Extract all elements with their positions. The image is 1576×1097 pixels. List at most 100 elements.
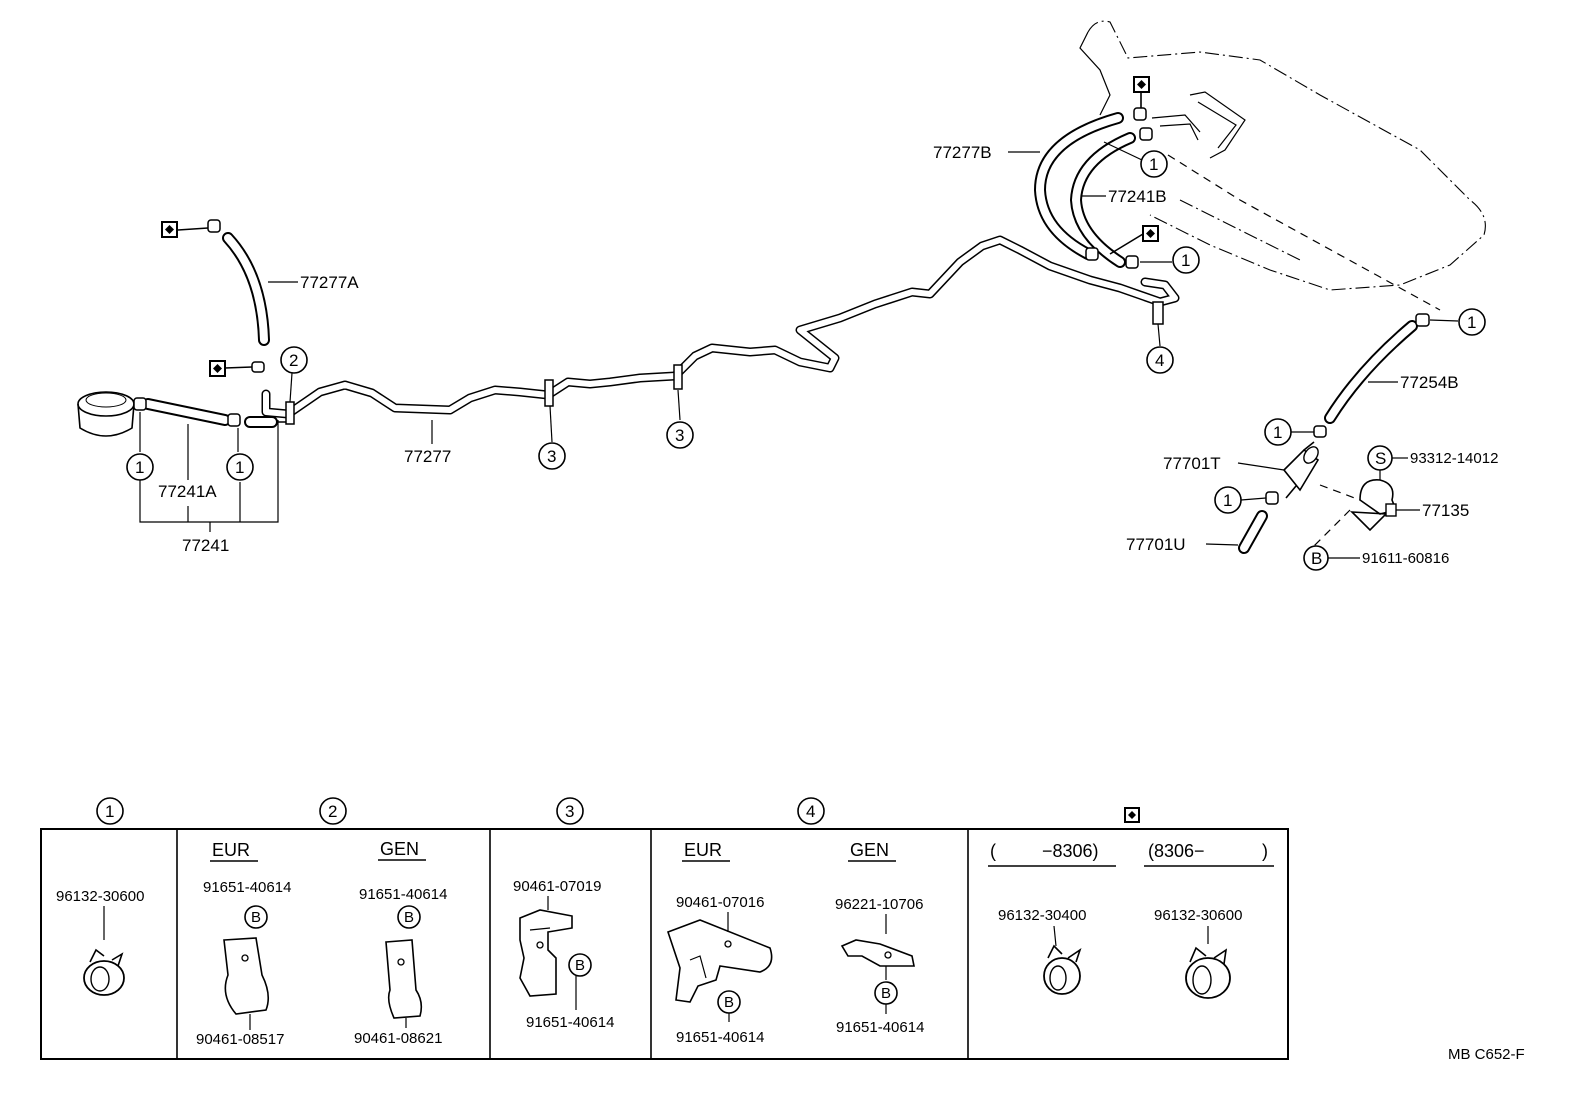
svg-text:B: B <box>575 957 585 974</box>
legend-3-bottom: 91651-40614 <box>526 1014 614 1031</box>
label-77254B: 77254B <box>1400 373 1459 392</box>
clamp-90461-07016-icon <box>666 919 773 1003</box>
svg-text:1: 1 <box>1273 423 1282 442</box>
label-77277B: 77277B <box>933 143 992 162</box>
label-77277: 77277 <box>404 447 451 466</box>
clamp-90461-08621-icon <box>385 939 423 1019</box>
pipe-clip-4 <box>1152 301 1164 325</box>
svg-text:S: S <box>1375 449 1386 468</box>
legend-4-eur: EUR <box>684 840 722 860</box>
label-77241A: 77241A <box>158 482 217 501</box>
legend-2-eur: EUR <box>212 840 250 860</box>
hose-77241B <box>1069 132 1136 268</box>
legend-4-gen-top: 96221-10706 <box>835 896 923 913</box>
legend-header-2: 2 <box>319 797 347 825</box>
small-clamps-top-right <box>1085 92 1153 269</box>
legend-5-range2: (8306− <box>1148 841 1205 861</box>
fuel-pipe-77277 <box>260 235 1180 423</box>
svg-text:2: 2 <box>289 351 298 370</box>
hose-clamp-small-icon <box>1043 944 1082 995</box>
callout-4-pipe: 4 <box>1146 323 1174 374</box>
svg-text:1: 1 <box>105 802 114 821</box>
label-91611-60816: 91611-60816 <box>1362 550 1449 567</box>
legend-4-gen: GEN <box>850 840 889 860</box>
hose-77254B <box>1313 313 1430 438</box>
callout-b: B <box>1303 545 1360 571</box>
legend-table <box>40 828 1289 1060</box>
pipe-clip-3a <box>544 379 554 407</box>
svg-text:3: 3 <box>547 447 556 466</box>
legend-5-range1: −8306) <box>1042 841 1099 861</box>
fuel-filter-77701T <box>1282 441 1320 499</box>
clamp-90461-08517-icon <box>223 937 270 1015</box>
svg-text:1: 1 <box>1467 313 1476 332</box>
pipe-clip-3b <box>673 364 683 390</box>
callout-s: S <box>1367 445 1408 480</box>
legend-5-left: 96132-30400 <box>998 907 1086 924</box>
svg-text:B: B <box>1311 549 1322 568</box>
hose-77701U <box>1238 510 1268 554</box>
label-77701T: 77701T <box>1163 454 1221 473</box>
diamond-square-icon <box>1142 225 1159 242</box>
diamond-square-icon <box>161 221 178 238</box>
callout-1-top: 1 <box>1140 150 1168 178</box>
svg-text:1: 1 <box>1223 491 1232 510</box>
legend-5-range2-close: ) <box>1262 841 1268 861</box>
diamond-square-icon <box>1133 76 1150 93</box>
hose-77277B <box>1033 112 1124 260</box>
filter-bracket-77135 <box>1313 479 1398 547</box>
svg-text:1: 1 <box>1181 251 1190 270</box>
svg-text:2: 2 <box>328 802 337 821</box>
legend-4-eur-bottom: 91651-40614 <box>676 1029 764 1046</box>
svg-text:B: B <box>881 985 891 1002</box>
legend-2-gen: GEN <box>380 839 419 859</box>
pipe-clip-2 <box>285 401 295 425</box>
hose-clamp-icon <box>83 948 125 996</box>
legend-5-right: 96132-30600 <box>1154 907 1242 924</box>
small-clamps-left <box>133 219 265 427</box>
diamond-square-icon <box>1124 807 1140 823</box>
callout-3-pipe-b: 3 <box>666 389 694 449</box>
svg-text:3: 3 <box>675 426 684 445</box>
legend-4-gen-bottom: 91651-40614 <box>836 1019 924 1036</box>
svg-text:B: B <box>251 909 261 926</box>
label-77277A: 77277A <box>300 273 359 292</box>
label-77241B: 77241B <box>1108 187 1167 206</box>
legend-5-range1-open: ( <box>990 841 996 861</box>
label-77241: 77241 <box>182 536 229 555</box>
callout-1-left-b: 1 <box>226 428 254 481</box>
callout-1-right-a: 1 <box>1429 308 1486 336</box>
legend-4-eur-top: 90461-07016 <box>676 894 764 911</box>
legend-3-top: 90461-07019 <box>513 878 601 895</box>
hose-clamp-large-icon <box>1185 946 1231 999</box>
hose-77277A <box>222 232 270 346</box>
legend-header-4: 4 <box>797 797 825 825</box>
callout-1-right-c: 1 <box>1214 486 1279 514</box>
fuel-tank-outline <box>1079 20 1486 311</box>
callout-1-top-b: 1 <box>1140 246 1200 274</box>
legend-2-eur-top: 91651-40614 <box>203 879 291 896</box>
clamp-96221-10706-icon <box>840 939 915 967</box>
legend-1-part: 96132-30600 <box>56 888 144 905</box>
svg-text:1: 1 <box>235 458 244 477</box>
svg-text:B: B <box>724 994 734 1011</box>
clamp-90461-07019-icon <box>519 909 573 997</box>
svg-text:4: 4 <box>806 802 815 821</box>
diamond-square-icon <box>209 360 226 377</box>
legend-2-gen-bottom: 90461-08621 <box>354 1030 442 1047</box>
charcoal-canister <box>77 391 135 437</box>
svg-text:B: B <box>404 909 414 926</box>
svg-text:4: 4 <box>1155 351 1164 370</box>
label-77701U: 77701U <box>1126 535 1186 554</box>
callout-2-pipe: 2 <box>280 346 308 403</box>
legend-header-1: 1 <box>96 797 124 825</box>
callout-1-left-a: 1 <box>126 412 154 481</box>
hose-77241A <box>142 398 278 428</box>
svg-text:1: 1 <box>135 458 144 477</box>
label-93312-14012: 93312-14012 <box>1410 450 1498 467</box>
legend-header-3: 3 <box>556 797 584 825</box>
svg-text:1: 1 <box>1149 155 1158 174</box>
legend-2-gen-top: 91651-40614 <box>359 886 447 903</box>
